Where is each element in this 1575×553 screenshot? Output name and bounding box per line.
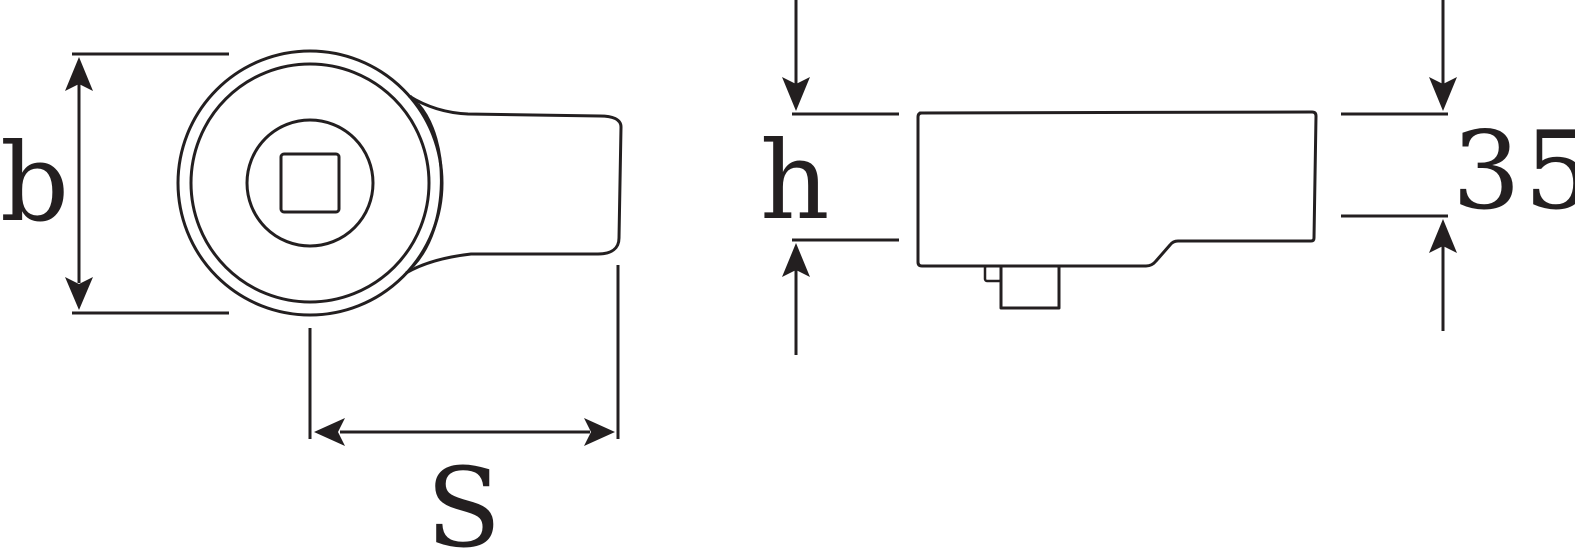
- s-arrow-right: [584, 418, 615, 446]
- h-label: h: [760, 119, 830, 244]
- square-drive: [279, 152, 341, 214]
- dim-value-3: 3: [1452, 109, 1521, 234]
- b-arrow-up: [65, 57, 93, 91]
- detent-ball: [983, 264, 1003, 283]
- drive-boss-circle: [245, 118, 375, 248]
- s-label: S: [426, 444, 501, 553]
- b-arrow-down: [65, 277, 93, 310]
- dim-value-5: 5: [1524, 109, 1575, 234]
- handle-top-line: [408, 94, 420, 106]
- b-label: b: [0, 121, 69, 246]
- right-arrow-up: [1429, 219, 1457, 253]
- right-arrow-down: [1429, 77, 1457, 111]
- side-body-outline: [916, 110, 1318, 268]
- head-inner-circle: [189, 62, 431, 304]
- top-view: b S: [0, 49, 623, 553]
- s-arrow-left: [314, 418, 345, 446]
- side-view: h 3 5: [760, 0, 1575, 355]
- side-square-drive: [999, 266, 1061, 310]
- h-arrow-up: [782, 243, 810, 277]
- head-outer-circle: [176, 49, 444, 317]
- h-arrow-down: [782, 77, 810, 111]
- handle-upper-edge: [405, 94, 623, 275]
- handle-inner-edge: [411, 103, 443, 268]
